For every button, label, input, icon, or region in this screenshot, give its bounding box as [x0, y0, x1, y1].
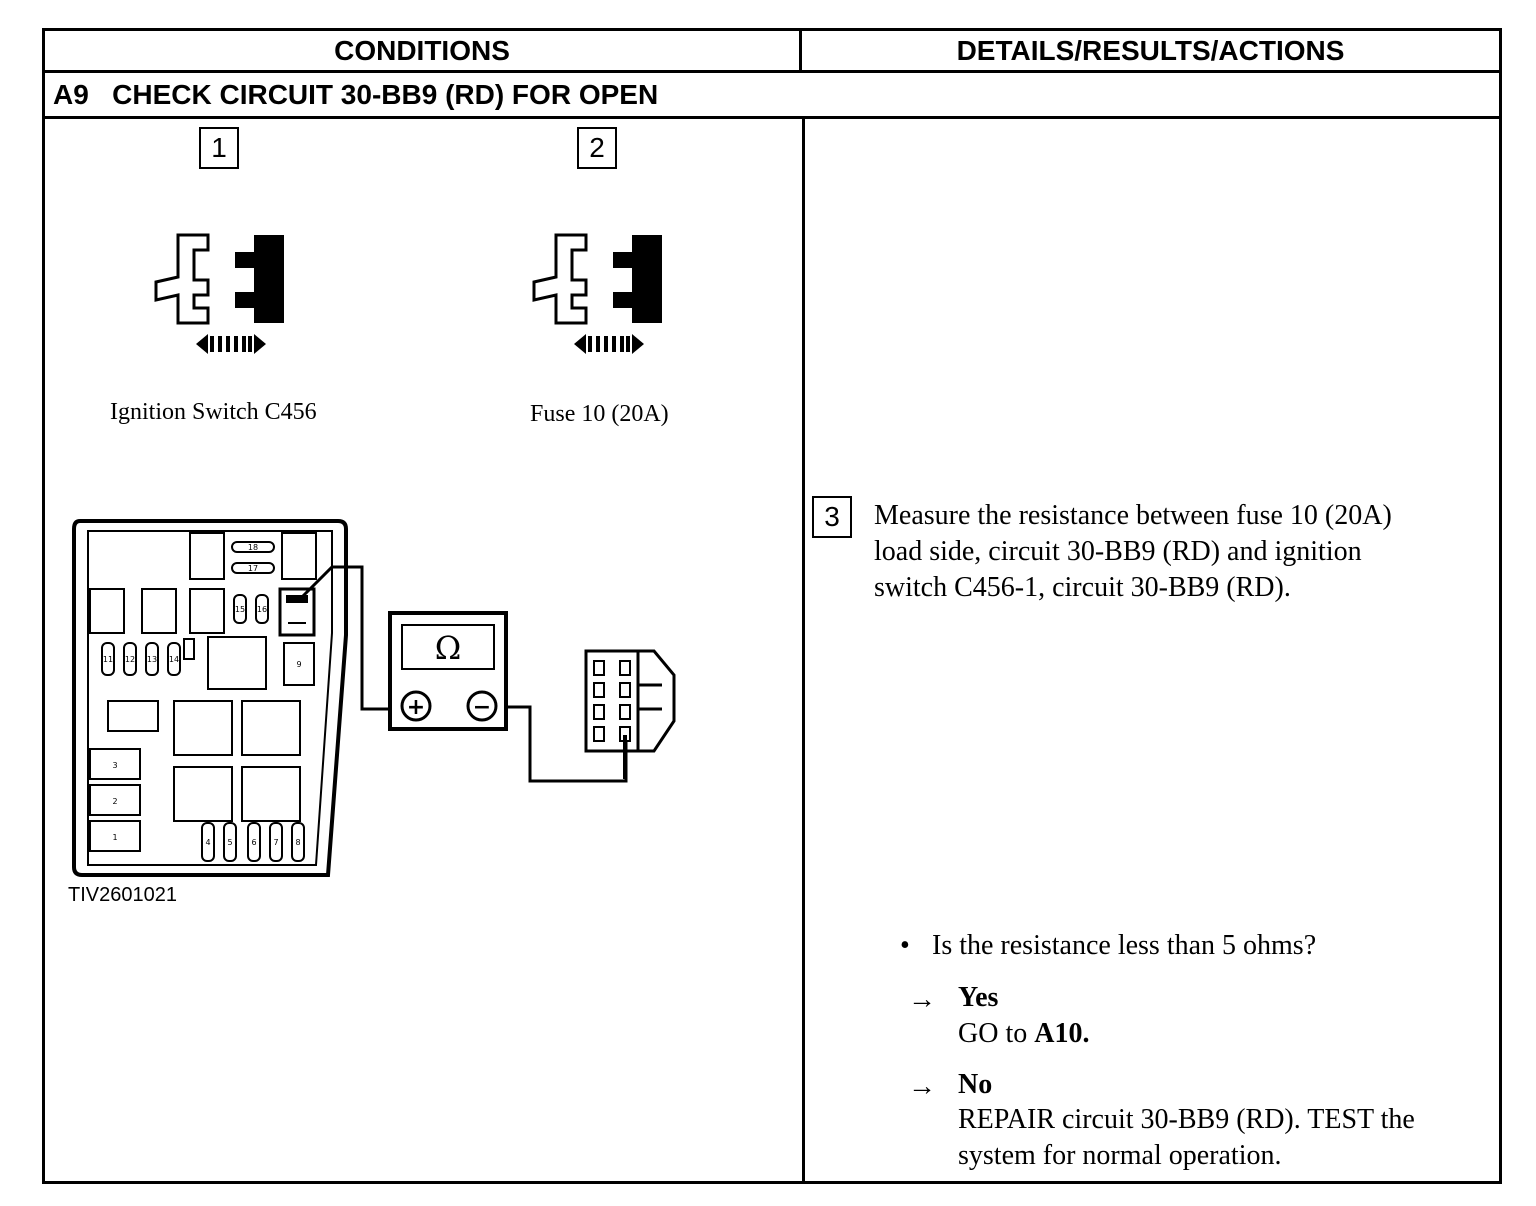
fuse-label-4: 4	[205, 838, 210, 847]
yes-arrow-icon: →	[908, 984, 936, 1015]
fuse-label-13: 13	[147, 655, 157, 664]
fuse-label-9: 9	[296, 660, 301, 669]
yes-action-prefix: GO to	[958, 1018, 1035, 1049]
minus-terminal-icon: −	[473, 695, 491, 720]
diagnostic-page: CONDITIONS DETAILS/RESULTS/ACTIONS A9 CH…	[42, 28, 1502, 1184]
fuse-label-15: 15	[235, 605, 245, 614]
step-2-caption: Fuse 10 (20A)	[530, 401, 669, 427]
fuse-label-18: 18	[248, 543, 258, 552]
conditions-header: CONDITIONS	[45, 31, 802, 73]
fuse-box-diagram: 18 17 15 16 11 12 13 14 9 3 2 1 4 5 6 7 …	[72, 519, 676, 877]
fuse-label-7: 7	[273, 838, 278, 847]
ohmmeter: Ω + −	[388, 611, 508, 731]
fuse-labels: 18 17 15 16 11 12 13 14 9 3 2 1 4 5 6 7 …	[103, 543, 302, 847]
fuse-label-17: 17	[248, 564, 258, 573]
fuse-label-6: 6	[251, 838, 256, 847]
fuse-label-8: 8	[295, 838, 300, 847]
fuse-label-11: 11	[103, 655, 113, 664]
no-label: No	[958, 1069, 993, 1100]
fuse-label-3: 3	[112, 761, 117, 770]
column-divider	[802, 119, 805, 1181]
fuse-label-12: 12	[125, 655, 135, 664]
step-3-number: 3	[812, 496, 852, 538]
ohm-icon: Ω	[435, 629, 462, 667]
no-action-line-1: REPAIR circuit 30-BB9 (RD). TEST the	[958, 1104, 1415, 1135]
details-header: DETAILS/RESULTS/ACTIONS	[802, 31, 1499, 73]
step-title-text: CHECK CIRCUIT 30-BB9 (RD) FOR OPEN	[112, 79, 659, 110]
yes-label: Yes	[958, 982, 999, 1013]
disconnect-connector-icon	[154, 233, 284, 354]
fuse-label-1: 1	[112, 833, 117, 842]
question-text: Is the resistance less than 5 ohms?	[932, 930, 1317, 961]
no-action-line-2: system for normal operation.	[958, 1140, 1282, 1171]
step-3-line-3: switch C456-1, circuit 30-BB9 (RD).	[874, 572, 1291, 603]
plus-terminal-icon: +	[407, 695, 425, 720]
fuse-label-2: 2	[112, 797, 117, 806]
step-3-instruction: Measure the resistance between fuse 10 (…	[874, 498, 1392, 606]
step-1-number: 1	[199, 127, 239, 169]
bullet-icon: •	[900, 930, 910, 961]
step-title: A9 CHECK CIRCUIT 30-BB9 (RD) FOR OPEN	[45, 73, 1499, 119]
step-2-number: 2	[577, 127, 617, 169]
figure-id: TIV2601021	[68, 884, 177, 906]
no-arrow-icon: →	[908, 1071, 936, 1102]
step-3-line-2: load side, circuit 30-BB9 (RD) and ignit…	[874, 536, 1362, 567]
disconnect-fuse-icon	[532, 233, 662, 354]
fuse-label-14: 14	[169, 655, 179, 664]
fuse-label-5: 5	[227, 838, 232, 847]
step-3-line-1: Measure the resistance between fuse 10 (…	[874, 500, 1392, 531]
yes-action: GO to A10.	[958, 1016, 1089, 1052]
step-id: A9	[53, 79, 89, 110]
yes-action-target: A10.	[1034, 1018, 1090, 1049]
ignition-switch-connector	[584, 649, 676, 779]
fuse-label-16: 16	[257, 605, 267, 614]
step-1-caption: Ignition Switch C456	[110, 399, 317, 425]
no-action: REPAIR circuit 30-BB9 (RD). TEST the sys…	[958, 1102, 1415, 1174]
